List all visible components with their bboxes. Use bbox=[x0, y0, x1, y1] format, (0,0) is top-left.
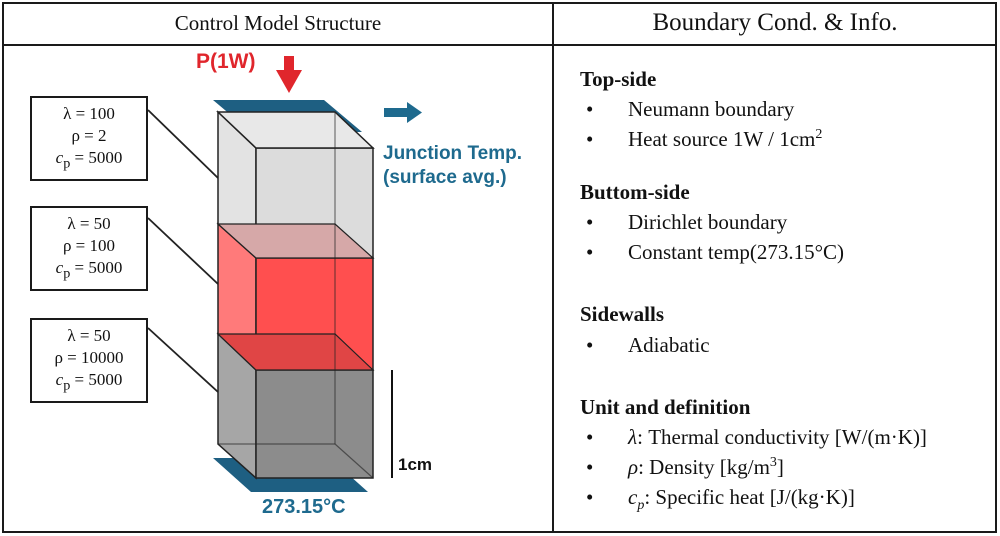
stack-bottom-right-edge bbox=[334, 443, 374, 479]
base-temp-label: 273.15°C bbox=[262, 496, 346, 518]
layer-1-cp: cp = 5000 bbox=[55, 147, 123, 172]
bullet: • bbox=[586, 240, 594, 264]
layer-3-rho: ρ = 10000 bbox=[54, 347, 124, 367]
layer-1-top-face bbox=[216, 111, 375, 149]
layer-1-rho: ρ = 2 bbox=[71, 125, 107, 145]
header-control-model: Control Model Structure bbox=[174, 10, 382, 35]
header-divider bbox=[2, 44, 997, 46]
section-title-sidewalls: Sidewalls bbox=[580, 302, 665, 326]
layer-1-properties-box: λ = 100 ρ = 2 cp = 5000 bbox=[30, 96, 148, 181]
section-title-unit-definition: Unit and definition bbox=[580, 395, 751, 419]
junction-temp-label: Junction Temp. (surface avg.) bbox=[383, 142, 522, 190]
scale-label: 1cm bbox=[398, 455, 433, 474]
column-divider bbox=[552, 2, 554, 533]
junction-temp-line-1: Junction Temp. bbox=[383, 143, 522, 164]
layer-3-properties-box: λ = 50 ρ = 10000 cp = 5000 bbox=[30, 318, 148, 403]
junction-arrow bbox=[384, 102, 422, 123]
bullet: • bbox=[586, 485, 594, 509]
layer-2-rho: ρ = 100 bbox=[62, 235, 116, 255]
layer-2-cp: cp = 5000 bbox=[55, 257, 123, 282]
junction-temp-line-2: (surface avg.) bbox=[383, 167, 507, 188]
layer-3-cp: cp = 5000 bbox=[55, 369, 123, 394]
bullet: • bbox=[586, 425, 594, 449]
layer-2-top-face bbox=[216, 223, 375, 259]
bullet: • bbox=[586, 97, 594, 121]
leader-line-layer-3 bbox=[147, 327, 219, 393]
layer-2-lambda: λ = 50 bbox=[67, 213, 111, 233]
layer-3-top-face bbox=[216, 333, 375, 371]
leader-line-layer-1 bbox=[147, 109, 219, 179]
bullet: • bbox=[586, 333, 594, 357]
layer-1-lambda: λ = 100 bbox=[63, 103, 115, 123]
bullet: • bbox=[586, 210, 594, 234]
bullet: • bbox=[586, 455, 594, 479]
layer-3-lambda: λ = 50 bbox=[67, 325, 111, 345]
section-title-bottom-side: Buttom-side bbox=[580, 180, 690, 204]
header-boundary-info: Boundary Cond. & Info. bbox=[652, 9, 898, 36]
layer-2-properties-box: λ = 50 ρ = 100 cp = 5000 bbox=[30, 206, 148, 291]
power-arrow bbox=[276, 56, 302, 93]
section-title-top-side: Top-side bbox=[580, 67, 657, 91]
power-label: P(1W) bbox=[196, 50, 256, 73]
bullet: • bbox=[586, 127, 594, 151]
leader-line-layer-2 bbox=[147, 217, 219, 285]
